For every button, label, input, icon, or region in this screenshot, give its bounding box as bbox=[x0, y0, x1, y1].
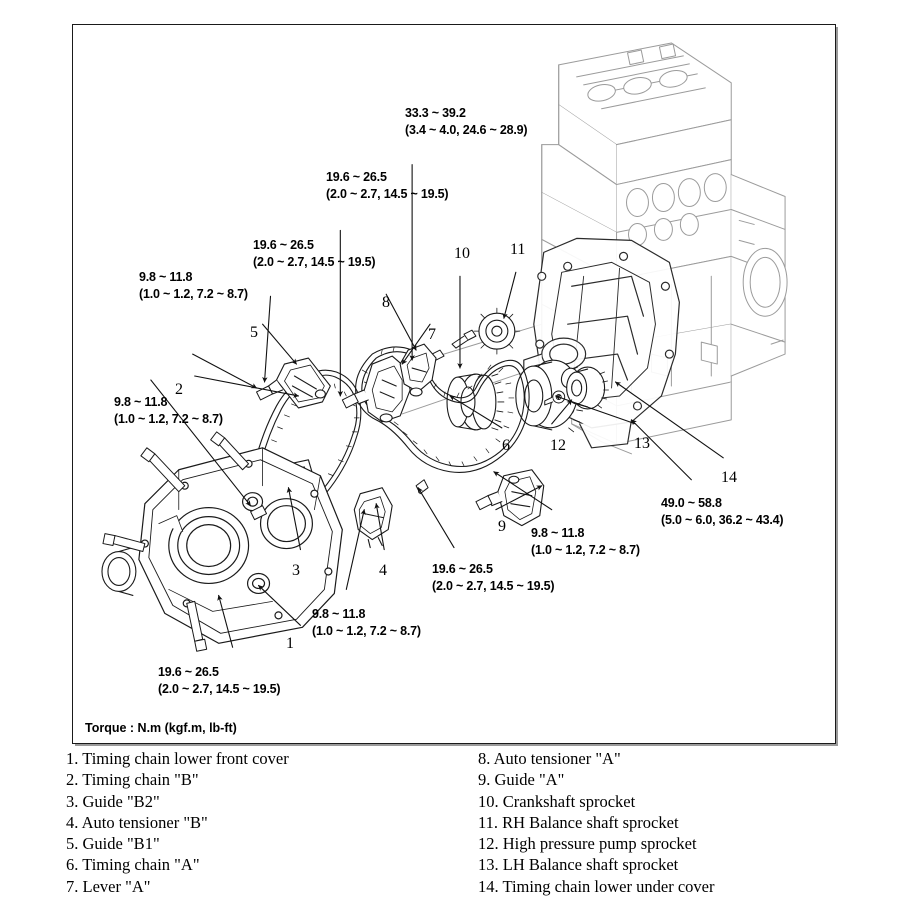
torque-callout: 19.6 ~ 26.5 (2.0 ~ 2.7, 14.5 ~ 19.5) bbox=[432, 562, 555, 593]
legend-item: 9. Guide "A" bbox=[478, 770, 565, 790]
guide-a bbox=[487, 469, 545, 527]
reference-number-10: 10 bbox=[454, 245, 470, 262]
engine-block-art bbox=[371, 42, 788, 455]
reference-number-14: 14 bbox=[721, 469, 737, 486]
legend-item: 7. Lever "A" bbox=[66, 876, 151, 896]
legend-item: 5. Guide "B1" bbox=[66, 834, 160, 854]
torque-callout: 9.8 ~ 11.8 (1.0 ~ 1.2, 7.2 ~ 8.7) bbox=[312, 607, 421, 638]
legend-column-left: 1. Timing chain lower front cover 2. Tim… bbox=[66, 748, 289, 897]
parts-legend: 1. Timing chain lower front cover 2. Tim… bbox=[0, 748, 908, 908]
reference-number-9: 9 bbox=[498, 518, 506, 535]
torque-callout: 9.8 ~ 11.8 (1.0 ~ 1.2, 7.2 ~ 8.7) bbox=[114, 395, 223, 426]
reference-number-7: 7 bbox=[428, 326, 436, 343]
lever-a bbox=[353, 355, 411, 423]
reference-number-4: 4 bbox=[379, 562, 387, 579]
reference-number-13: 13 bbox=[634, 435, 650, 452]
reference-number-8: 8 bbox=[382, 294, 390, 311]
reference-number-3: 3 bbox=[292, 562, 300, 579]
reference-number-6: 6 bbox=[502, 437, 510, 454]
cover-bolts bbox=[102, 431, 250, 652]
technical-illustration bbox=[101, 42, 788, 652]
legend-item: 1. Timing chain lower front cover bbox=[66, 749, 289, 768]
reference-number-5: 5 bbox=[250, 324, 258, 341]
auto-tensioner-b bbox=[353, 487, 393, 549]
high-pressure-pump-sprocket bbox=[515, 359, 586, 433]
torque-callout: 33.3 ~ 39.2 (3.4 ~ 4.0, 24.6 ~ 28.9) bbox=[405, 106, 528, 137]
torque-callout: 9.8 ~ 11.8 (1.0 ~ 1.2, 7.2 ~ 8.7) bbox=[531, 526, 640, 557]
guide-b1 bbox=[267, 357, 331, 409]
timing-chain-upper-cover bbox=[523, 237, 680, 449]
legend-item: 14. Timing chain lower under cover bbox=[478, 876, 715, 896]
timing-chain-lower-front-cover bbox=[138, 447, 343, 644]
legend-item: 8. Auto tensioner "A" bbox=[478, 749, 621, 768]
torque-callout: 19.6 ~ 26.5 (2.0 ~ 2.7, 14.5 ~ 19.5) bbox=[158, 665, 281, 696]
torque-unit-note: Torque : N.m (kgf.m, lb-ft) bbox=[85, 721, 237, 735]
torque-callout: 49.0 ~ 58.8 (5.0 ~ 6.0, 36.2 ~ 43.4) bbox=[661, 496, 784, 527]
legend-item: 2. Timing chain "B" bbox=[66, 770, 199, 790]
legend-item: 10. Crankshaft sprocket bbox=[478, 791, 636, 811]
rh-balance-shaft-sprocket bbox=[473, 307, 521, 355]
legend-item: 11. RH Balance shaft sprocket bbox=[478, 812, 679, 832]
reference-number-1: 1 bbox=[286, 635, 294, 652]
legend-column-right: 8. Auto tensioner "A" 9. Guide "A" 10. C… bbox=[478, 748, 714, 897]
torque-callout: 19.6 ~ 26.5 (2.0 ~ 2.7, 14.5 ~ 19.5) bbox=[253, 238, 376, 269]
reference-number-2: 2 bbox=[175, 381, 183, 398]
torque-callout: 19.6 ~ 26.5 (2.0 ~ 2.7, 14.5 ~ 19.5) bbox=[326, 170, 449, 201]
torque-callout: 9.8 ~ 11.8 (1.0 ~ 1.2, 7.2 ~ 8.7) bbox=[139, 270, 248, 301]
legend-item: 12. High pressure pump sprocket bbox=[478, 834, 697, 854]
legend-item: 6. Timing chain "A" bbox=[66, 855, 200, 875]
legend-item: 3. Guide "B2" bbox=[66, 791, 160, 811]
legend-item: 13. LH Balance shaft sprocket bbox=[478, 855, 679, 875]
diagram-frame: 33.3 ~ 39.2 (3.4 ~ 4.0, 24.6 ~ 28.9) 19.… bbox=[72, 24, 838, 746]
leader-lines bbox=[150, 164, 724, 648]
reference-number-12: 12 bbox=[550, 437, 566, 454]
sprocket-bolts bbox=[431, 329, 477, 361]
legend-item: 4. Auto tensioner "B" bbox=[66, 812, 208, 832]
front-oil-seal bbox=[101, 546, 137, 596]
reference-number-11: 11 bbox=[510, 241, 526, 258]
